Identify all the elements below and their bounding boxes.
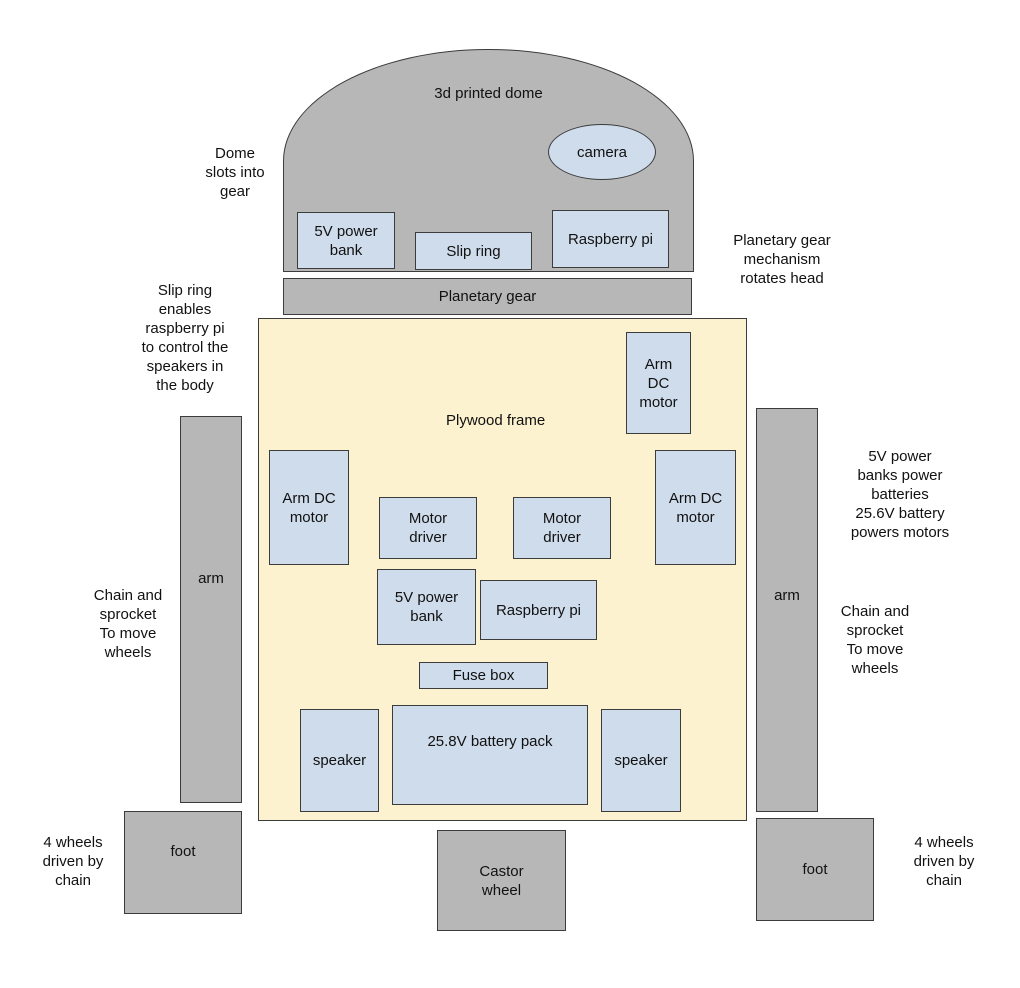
battery-pack-label: 25.8V battery pack [427,732,553,750]
plywood-frame-label: Plywood frame [446,412,546,429]
speaker-left-label: speaker [312,752,367,769]
note-slip-ring: Slip ring enables raspberry pi to contro… [141,282,229,394]
fuse-box: Fuse box [419,662,548,689]
note-power-banks: 5V power banks power batteries 25.6V bat… [850,448,950,541]
motor-driver-left-label: Motor driver [408,510,448,546]
castor-wheel-label: Castor wheel [479,862,524,899]
body-raspberry-pi-label: Raspberry pi [495,601,582,619]
note-chain-left: Chain and sprocket To move wheels [93,587,163,661]
arm-dc-motor-right-label: Arm DC motor [668,489,723,526]
foot-right-label: foot [802,861,828,878]
arm-dc-motor-right-box: Arm DC motor [655,450,736,565]
dome-raspberry-pi-box: Raspberry pi [552,210,669,268]
arm-right-box: arm [756,408,818,812]
dome-title: 3d printed dome [434,85,543,102]
motor-driver-left-box: Motor driver [379,497,477,559]
note-planetary-gear: Planetary gear mechanism rotates head [733,232,831,287]
planetary-gear-label: Planetary gear [438,288,537,305]
foot-left-box: foot [124,811,242,914]
arm-dc-motor-left-label: Arm DC motor [282,489,336,526]
battery-pack-box: 25.8V battery pack [392,705,588,805]
note-wheels-right: 4 wheels driven by chain [913,834,975,889]
motor-driver-right-label: Motor driver [542,510,582,546]
dome-power-bank-box: 5V power bank [297,212,395,269]
planetary-gear-box: Planetary gear [283,278,692,315]
camera-label: camera [576,143,628,161]
foot-left-label: foot [170,843,196,860]
arm-right-label: arm [774,586,800,604]
arm-dc-motor-top-box: Arm DC motor [626,332,691,434]
slip-ring-box: Slip ring [415,232,532,270]
note-chain-right: Chain and sprocket To move wheels [840,603,910,677]
note-wheels-left: 4 wheels driven by chain [42,834,104,889]
speaker-left-box: speaker [300,709,379,812]
dome-power-bank-label: 5V power bank [314,222,378,259]
fuse-box-label: Fuse box [452,667,515,684]
body-power-bank-box: 5V power bank [377,569,476,645]
arm-dc-motor-top-label: Arm DC motor [639,355,678,411]
note-dome-slots: Dome slots into gear [205,145,265,200]
speaker-right-label: speaker [614,752,668,769]
foot-right-box: foot [756,818,874,921]
arm-dc-motor-left-box: Arm DC motor [269,450,349,565]
arm-left-box: arm [180,416,242,803]
speaker-right-box: speaker [601,709,681,812]
body-power-bank-label: 5V power bank [394,589,459,625]
motor-driver-right-box: Motor driver [513,497,611,559]
castor-wheel-box: Castor wheel [437,830,566,931]
body-raspberry-pi-box: Raspberry pi [480,580,597,640]
slip-ring-label: Slip ring [446,242,501,260]
arm-left-label: arm [198,570,224,587]
dome-raspberry-pi-label: Raspberry pi [567,230,654,248]
camera-box: camera [548,124,656,180]
